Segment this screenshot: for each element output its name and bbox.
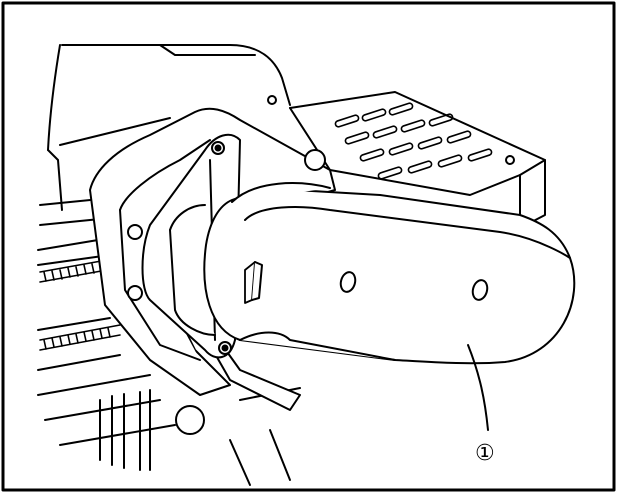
screw-icon xyxy=(267,95,277,105)
callout-label: ① xyxy=(475,441,495,466)
machine-back-frame xyxy=(47,44,291,211)
screw-icon xyxy=(505,155,515,165)
screw-icon xyxy=(127,224,143,240)
screw-icon xyxy=(127,285,143,301)
belt-cover-icon xyxy=(169,182,576,365)
callout-1: ① xyxy=(467,344,495,466)
screw-icon xyxy=(175,405,205,435)
toothed-belt-icon xyxy=(39,324,121,351)
screw-icon xyxy=(304,149,326,171)
callout-leader-line xyxy=(467,344,489,431)
